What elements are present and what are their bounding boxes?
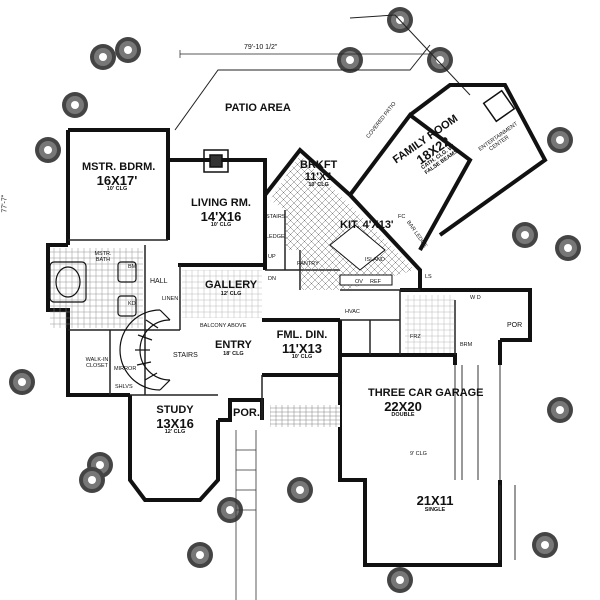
stairs-label: STAIRS [173, 352, 198, 359]
ls-label: LS [425, 274, 432, 280]
master-bath-label: MSTR. BATH [94, 251, 112, 263]
master-bedroom-label: MSTR. BDRM. 16X17' 10' CLG [82, 161, 156, 193]
bm-label: BM [128, 264, 137, 270]
living-room-size: 14'X16 [200, 208, 242, 224]
patio-label: PATIO AREA [225, 102, 291, 114]
garage-name: THREE CAR GARAGE [368, 387, 484, 399]
mirror-label: MIRROR [114, 366, 137, 372]
study-name: STUDY [156, 404, 194, 416]
kitchen-island [329, 224, 393, 286]
living-room-ceiling: 10' CLG [210, 222, 232, 229]
master-bedroom-size: 16X17' [96, 172, 138, 188]
gallery-ceiling: 12' CLG [220, 290, 242, 297]
living-room-label: LIVING RM. 14'X16 10' CLG [186, 197, 256, 229]
ref-label: REF [370, 279, 381, 285]
entry-label: ENTRY 18' CLG [215, 339, 252, 357]
up-label: UP [268, 254, 276, 260]
patio-outline [174, 14, 471, 131]
study-label: STUDY 13X16 12' CLG [145, 404, 205, 436]
kitchen-label: KIT. 4'X13' [340, 219, 394, 232]
side-dimension-label: 77'-7" [1, 194, 9, 213]
linen-label: LINEN [162, 296, 179, 302]
porch-label: POR. [233, 407, 260, 419]
freezer-label: FRZ [410, 334, 421, 340]
balcony-label: BALCONY ABOVE [200, 323, 247, 329]
hvac-label: HVAC [345, 309, 360, 315]
walk-in-closet-label: WALK-IN CLOSET [85, 357, 109, 369]
tiled-floors [50, 155, 455, 427]
garage-single-type: SINGLE [424, 506, 446, 513]
entry-ceiling: 18' CLG [223, 350, 244, 357]
dn-label: DN [268, 276, 276, 282]
washer-dryer-label: W D [470, 295, 481, 301]
fireplaces [203, 89, 516, 173]
study-ceiling: 12' CLG [164, 429, 186, 436]
fc-label: FC [398, 214, 406, 220]
front-walk [235, 430, 257, 600]
garage-doors [454, 365, 516, 560]
broom-label: BRM [460, 342, 473, 348]
living-room-name: LIVING RM. [191, 197, 251, 209]
garage-label: THREE CAR GARAGE 22X20 DOUBLE [368, 387, 484, 419]
gallery-name: GALLERY [205, 279, 258, 291]
kitchen-name: KIT. [340, 219, 360, 231]
kd-label: KD [128, 301, 136, 307]
breakfast-ceiling: 10' CLG [308, 182, 329, 189]
ledge-label: LEDGE [266, 234, 285, 240]
dining-ceiling: 10' CLG [291, 354, 313, 361]
side-porch-label: POR [507, 322, 523, 329]
dining-name: FML. DIN. [276, 329, 328, 341]
gallery-label: GALLERY 12' CLG [205, 279, 258, 297]
garage-single-label: 21X11 SINGLE [405, 494, 465, 513]
pantry-label: PANTRY [297, 261, 319, 267]
stairs-small-label: STAIRS [266, 214, 286, 220]
hall-label: HALL [150, 278, 168, 285]
dining-label: FML. DIN. 11'X13 10' CLG [272, 329, 332, 361]
curved-staircase [119, 309, 171, 391]
master-bedroom-name: MSTR. BDRM. [82, 161, 156, 173]
study-size: 13X16 [156, 415, 194, 431]
garage-type: DOUBLE [391, 412, 415, 419]
dining-size: 11'X13 [282, 340, 322, 356]
garage-size: 22X20 [384, 398, 422, 414]
shelves-label: SHLVS [115, 384, 133, 390]
dimension-top [179, 50, 430, 58]
breakfast-size: 11'X1 [304, 170, 333, 183]
breakfast-label: BRKFT 11'X1 10' CLG [300, 159, 338, 189]
top-dimension-label: 79'-10 1/2" [244, 44, 278, 51]
garage-ceiling-label: 9' CLG [410, 451, 427, 457]
entry-name: ENTRY [215, 339, 252, 351]
breakfast-name: BRKFT [300, 159, 338, 171]
bath-fixtures [49, 261, 137, 317]
island-label: ISLAND [365, 257, 385, 263]
garage-single-size: 21X11 [416, 493, 454, 508]
ov-label: OV [355, 279, 363, 285]
master-bedroom-ceiling: 10' CLG [106, 186, 128, 193]
kitchen-size: 4'X13' [362, 219, 394, 231]
